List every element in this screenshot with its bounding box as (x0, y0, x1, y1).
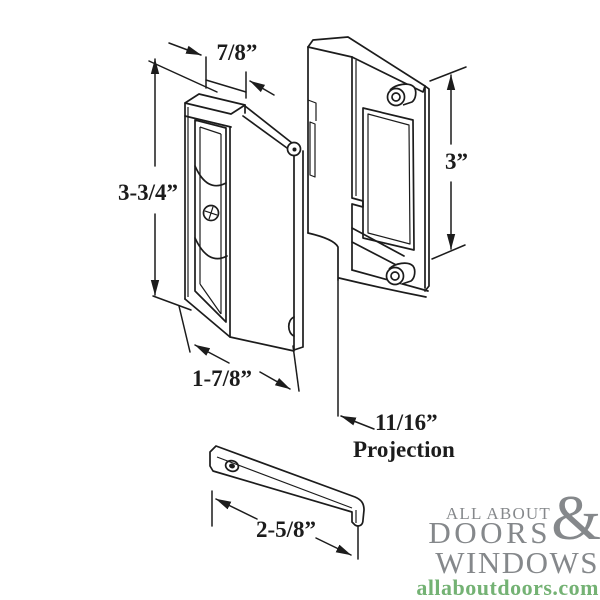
handle-screw-icon (202, 204, 220, 222)
keeper-arm-bottom (351, 241, 403, 269)
handle-pocket-inner-rim (199, 126, 222, 315)
finger-grip-upper (194, 165, 227, 187)
plate-top-silhouette (307, 36, 426, 87)
all-about-doors-logo: ALL ABOUT & DOORS WINDOWS allaboutdoors.… (416, 486, 600, 600)
plate-face-left-edge (351, 56, 364, 271)
dimension-arrow (215, 498, 258, 520)
dimension-label-projection-value: 11/16” (375, 410, 438, 435)
plate-bottom-thickness (338, 277, 427, 298)
keeper-plate-drawing (307, 36, 430, 298)
logo-website-url: allaboutdoors.com (416, 575, 599, 600)
logo-word-doors: DOORS (428, 515, 551, 550)
dimension-keeper-height (429, 66, 467, 260)
extension-line (152, 295, 192, 311)
screw-head (224, 459, 240, 473)
dimension-label-projection: Projection (353, 437, 455, 462)
logo-word-windows: WINDOWS (435, 545, 599, 580)
dimension-arrow (194, 344, 230, 364)
latch-housing-edge (293, 150, 304, 351)
hook-arm-top (244, 105, 293, 144)
plate-right-edge (424, 85, 430, 292)
dimension-arrow (315, 537, 352, 556)
latch-bar-screw-icon (224, 459, 240, 473)
post-hole (391, 92, 401, 102)
dimension-label-bar-length: 2-5/8” (256, 517, 316, 542)
plate-top-near-edge (307, 46, 353, 58)
dimension-arrow (249, 80, 275, 96)
dimension-label-top-width: 7/8” (217, 40, 258, 65)
dimension-arrow (340, 415, 375, 430)
extension-line (148, 60, 218, 93)
dimension-label-keeper-height: 3” (445, 149, 468, 174)
plate-recess-inner (367, 113, 411, 245)
finger-grip-lower (194, 237, 228, 260)
post-hole (390, 271, 400, 281)
screw-center (229, 463, 235, 469)
plate-recess-rim (362, 107, 415, 251)
flange-slot (309, 121, 316, 178)
screw-cross (204, 206, 218, 220)
plate-post-top-icon (386, 83, 417, 107)
post-ring (385, 266, 405, 286)
keeper-arm-top (351, 227, 405, 257)
outside-handle-drawing (184, 93, 304, 352)
plate-post-bottom-icon (385, 262, 416, 286)
logo-ampersand: & (551, 482, 600, 553)
post-ring (386, 87, 406, 107)
handle-cap-top-face (184, 93, 246, 115)
latch-bar-outline (209, 445, 365, 527)
extension-line (292, 345, 300, 392)
dimension-label-handle-width: 1-7/8” (192, 366, 252, 391)
latch-bar-edge-line (216, 456, 353, 509)
dimension-handle-width (178, 305, 300, 392)
dimension-projection (337, 279, 375, 430)
handle-bottom-edge (184, 298, 295, 352)
flange-step (307, 99, 317, 121)
dimension-arrow (168, 42, 202, 56)
extension-line (431, 244, 466, 260)
hook-tip-pin (292, 147, 297, 152)
latch-bar-drawing (209, 445, 365, 527)
dimension-top-width (168, 42, 275, 99)
extension-line (429, 66, 467, 82)
extension-line (178, 305, 191, 353)
handle-pocket-rim (194, 119, 227, 323)
handle-cap-bottom-edge (184, 115, 232, 128)
flange-bottom-corner (307, 232, 339, 281)
dimension-label-handle-height: 3-3/4” (118, 180, 178, 205)
dimension-arrow (259, 371, 291, 390)
hook-arm-bottom (242, 115, 288, 149)
latch-detent-bump (287, 316, 295, 337)
dimension-line (205, 79, 247, 93)
logo-tagline: ALL ABOUT (445, 504, 551, 523)
